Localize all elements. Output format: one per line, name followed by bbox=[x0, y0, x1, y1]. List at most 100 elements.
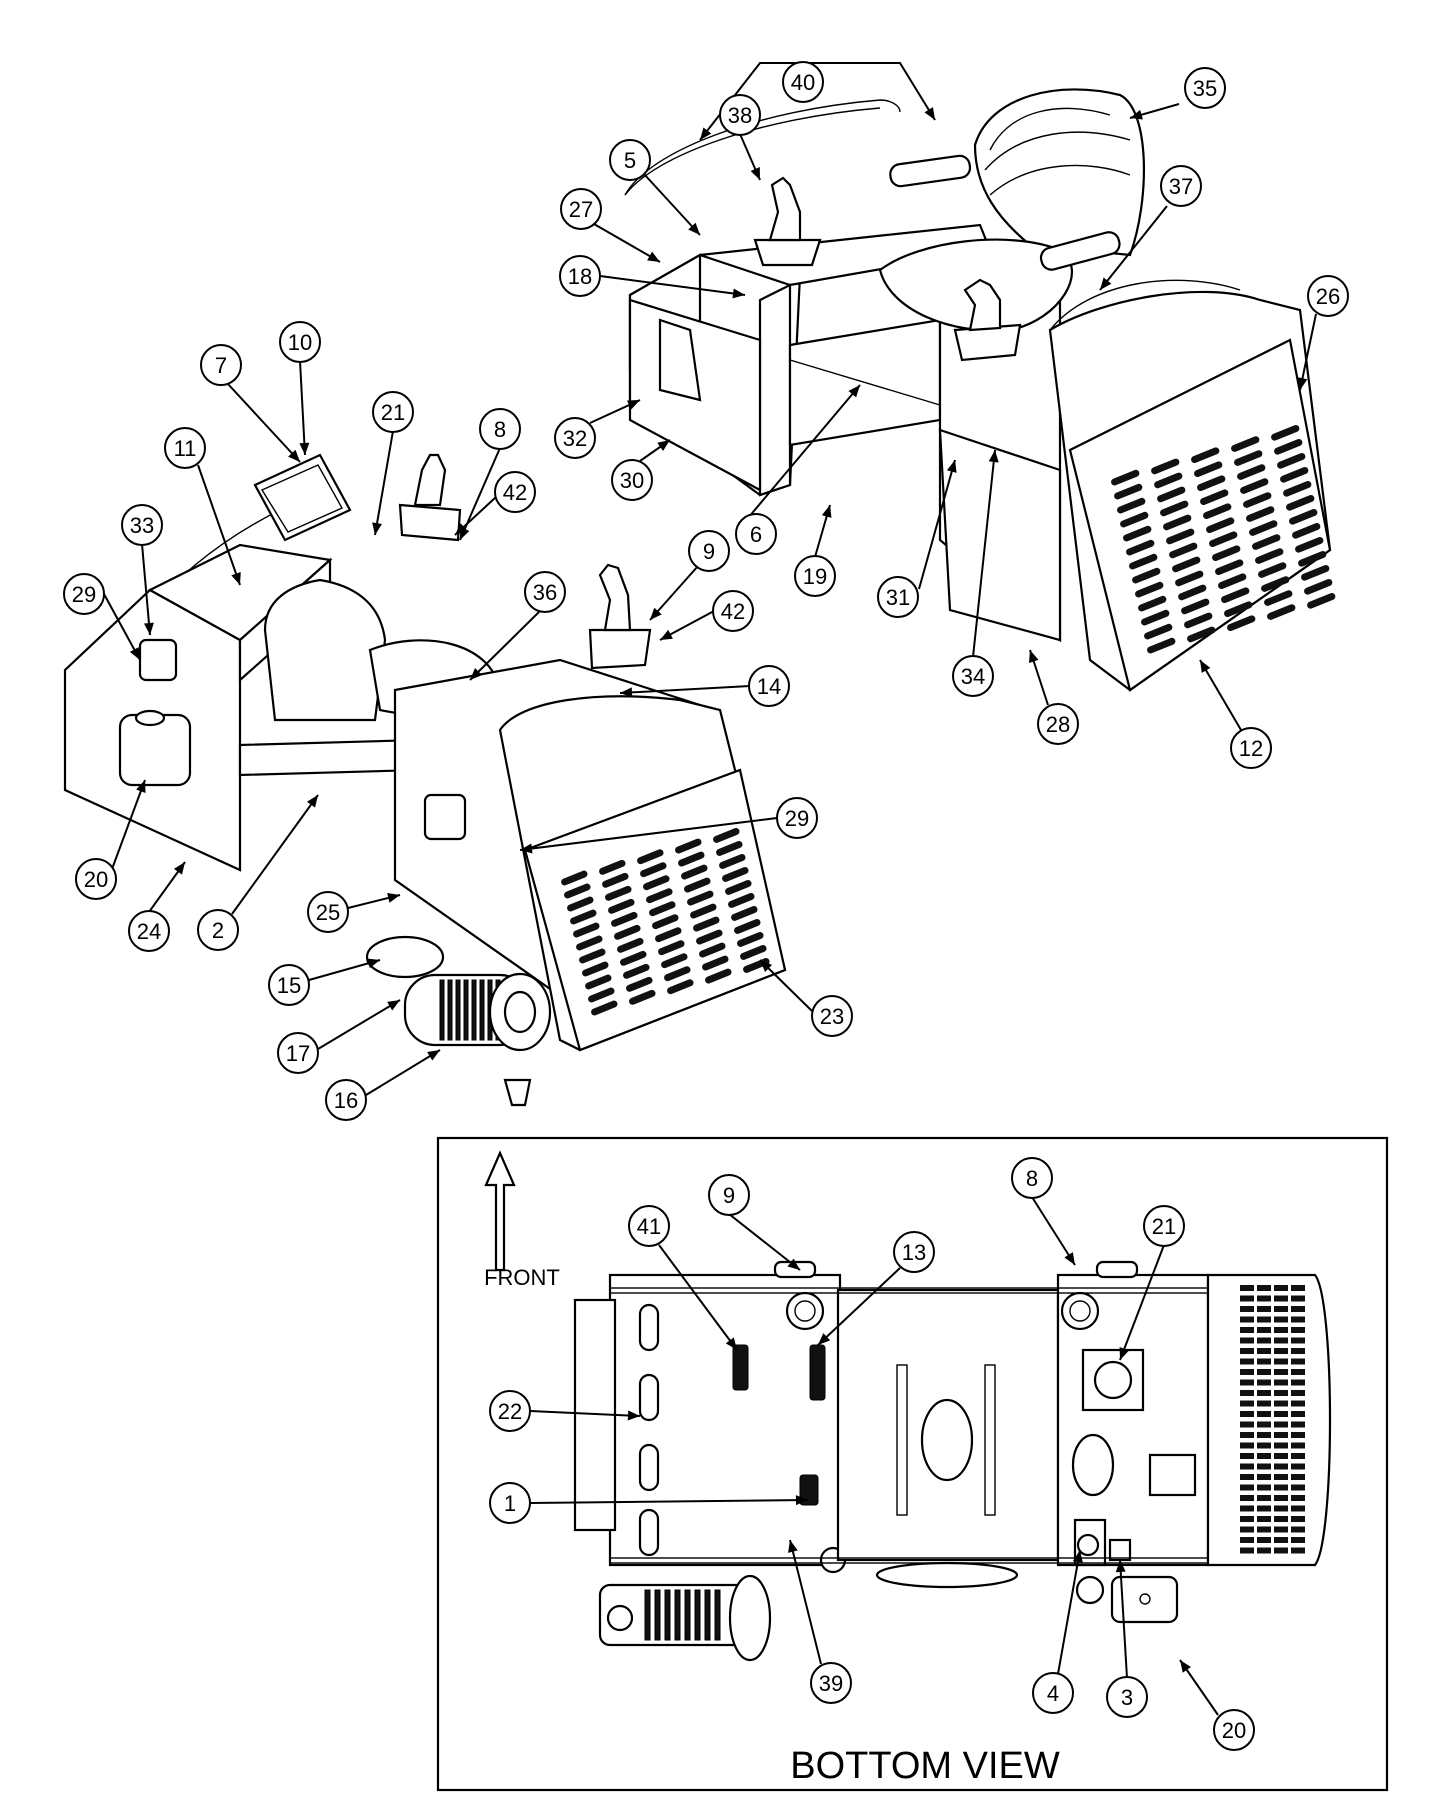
front-label: FRONT bbox=[484, 1265, 560, 1290]
callout-number: 17 bbox=[286, 1041, 310, 1066]
callout-number: 31 bbox=[886, 585, 910, 610]
callout-number: 42 bbox=[503, 480, 527, 505]
leader-line bbox=[643, 173, 701, 236]
callout-circle bbox=[688, 530, 730, 572]
grille-slot bbox=[585, 974, 612, 990]
callout-42: 42 bbox=[494, 471, 536, 513]
callout-number: 20 bbox=[84, 867, 108, 892]
upper-right-assembly-illustration bbox=[624, 88, 1336, 692]
grille-slot bbox=[1218, 573, 1247, 590]
leader-line bbox=[459, 447, 501, 541]
arrowhead bbox=[848, 385, 860, 398]
grille-slot bbox=[1291, 1285, 1305, 1291]
grille-slot bbox=[1257, 1516, 1271, 1522]
callout-number: 9 bbox=[703, 539, 715, 564]
oval-slot bbox=[638, 1303, 660, 1352]
grille-slot bbox=[1274, 439, 1303, 455]
grille-slot bbox=[1298, 551, 1327, 567]
grille-slot bbox=[1257, 1474, 1271, 1480]
callout-5: 5 bbox=[609, 139, 651, 181]
grille-slot bbox=[655, 927, 682, 943]
grille-slot bbox=[1274, 1390, 1288, 1396]
grille-slot bbox=[1240, 1316, 1254, 1323]
grille-slot bbox=[1240, 1442, 1254, 1449]
callout-number: 4 bbox=[1047, 1681, 1059, 1706]
callout-number: 26 bbox=[1316, 284, 1340, 309]
grille-slot bbox=[1114, 483, 1143, 500]
grille-slot bbox=[649, 901, 676, 917]
arrowhead bbox=[627, 400, 640, 410]
callout-circle bbox=[372, 391, 414, 433]
callout-circle bbox=[811, 995, 853, 1037]
grille-slot bbox=[1274, 1463, 1288, 1470]
leader-line bbox=[111, 779, 146, 870]
callout-4: 4 bbox=[1032, 1672, 1074, 1714]
arrowhead bbox=[1180, 1660, 1191, 1673]
grille-slot bbox=[719, 854, 746, 869]
callout-27: 27 bbox=[560, 188, 602, 230]
callout-number: 9 bbox=[723, 1183, 735, 1208]
arrowhead bbox=[787, 1258, 800, 1270]
grille-slot bbox=[1274, 1337, 1288, 1344]
grille-slot bbox=[1249, 520, 1278, 536]
grille-slot bbox=[1257, 1537, 1271, 1543]
fin bbox=[704, 1589, 711, 1641]
callout-16: 16 bbox=[325, 1079, 367, 1121]
callout-circle bbox=[554, 417, 596, 459]
grille-slot bbox=[1206, 517, 1235, 534]
callout-circle bbox=[1160, 165, 1202, 207]
grille-slot bbox=[1274, 1295, 1288, 1302]
callout-circle bbox=[489, 1482, 531, 1524]
callout-17: 17 bbox=[277, 1032, 319, 1074]
arrowhead bbox=[173, 862, 185, 875]
grille-slot bbox=[1291, 1474, 1305, 1480]
callout-9: 9 bbox=[688, 530, 730, 572]
callout-circle bbox=[560, 188, 602, 230]
callout-39: 39 bbox=[810, 1662, 852, 1704]
callout-42: 42 bbox=[712, 590, 754, 632]
callout-number: 18 bbox=[568, 264, 592, 289]
grille-slot bbox=[1274, 1379, 1288, 1386]
grille-slot bbox=[1291, 1411, 1305, 1417]
callout-circle bbox=[200, 344, 242, 386]
grille-slot bbox=[1291, 1327, 1305, 1333]
grille-slot bbox=[1257, 1453, 1271, 1459]
arrowhead bbox=[372, 522, 382, 535]
bottom-filter-fins bbox=[644, 1589, 721, 1641]
callout-number: 8 bbox=[494, 417, 506, 442]
grille-slot bbox=[1291, 1495, 1305, 1501]
grille-slot bbox=[1138, 595, 1167, 612]
grille-slot bbox=[1240, 1547, 1254, 1554]
grille-slot bbox=[696, 929, 723, 945]
arrowhead bbox=[306, 795, 318, 808]
leader-line bbox=[141, 543, 151, 636]
leader-line bbox=[803, 62, 936, 121]
grille-slot bbox=[1291, 1537, 1305, 1543]
callout-30: 30 bbox=[611, 459, 653, 501]
grille-slot bbox=[1240, 1432, 1254, 1438]
bottom-view-title: BOTTOM VIEW bbox=[790, 1745, 1060, 1787]
grille-slot bbox=[1271, 425, 1300, 441]
grille-slot bbox=[1292, 523, 1321, 539]
callout-circle bbox=[1213, 1709, 1255, 1751]
grille-slot bbox=[1304, 579, 1333, 595]
callout-12: 12 bbox=[1230, 727, 1272, 769]
callout-23: 23 bbox=[811, 995, 853, 1037]
leader-line bbox=[1119, 1559, 1128, 1679]
grille-slot bbox=[687, 890, 714, 906]
grille-slot bbox=[646, 888, 673, 904]
grille-slot bbox=[722, 867, 749, 882]
grille-slot bbox=[1166, 528, 1195, 545]
leader-line bbox=[789, 1539, 822, 1665]
grille-slot bbox=[728, 893, 755, 908]
arrowhead bbox=[700, 127, 712, 140]
callout-number: 33 bbox=[130, 513, 154, 538]
callout-circle bbox=[1184, 67, 1226, 109]
callout-37: 37 bbox=[1160, 165, 1202, 207]
grille-slot bbox=[1257, 1337, 1271, 1344]
grille-slot bbox=[1175, 570, 1204, 587]
grille-slot bbox=[1291, 1306, 1305, 1312]
leader-line bbox=[1057, 1549, 1081, 1675]
grille-slot bbox=[1258, 562, 1287, 578]
grille-slot bbox=[1291, 1379, 1305, 1386]
